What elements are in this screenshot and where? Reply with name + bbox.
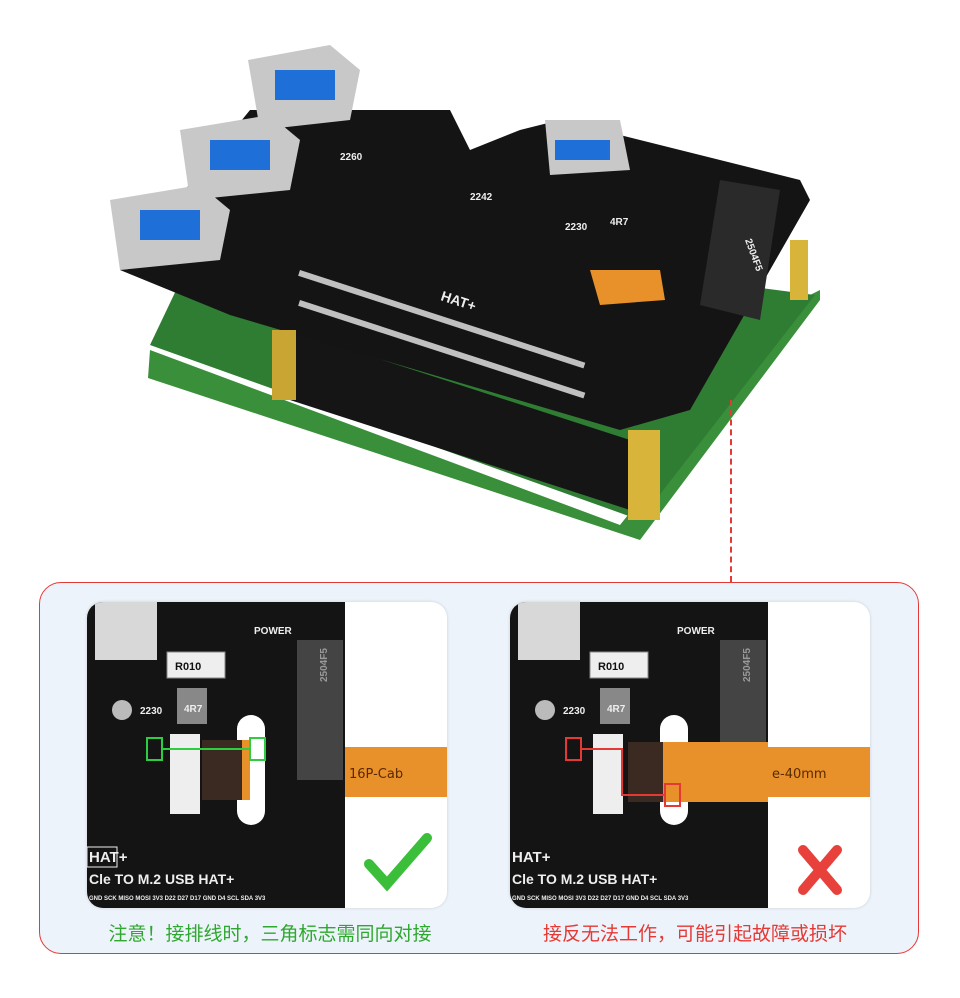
r010-label: R010 [598,661,624,673]
hat-board [120,110,810,430]
standoff [272,330,296,400]
product-label: Cle TO M.2 USB HAT+ [512,871,657,887]
instruction-panel: R010 POWER 4R7 2230 2504F5 16P-Cab HAT+ … [39,582,919,954]
hat-label: HAT+ [512,849,551,866]
inductor-label: 4R7 [607,704,626,715]
standoff [628,430,660,520]
check-icon [364,833,432,892]
product-label: Cle TO M.2 USB HAT+ [89,871,234,887]
pin-labels: GND SCK MISO MOSI 3V3 D22 D27 D17 GND D4… [89,896,266,902]
power-label: POWER [254,626,293,637]
wrong-connection-image: R010 POWER 4R7 2230 2504F5 e-40mm HAT+ C… [510,602,870,908]
product-photo: HAT+ 2504F5 4R7 2242 2230 2260 [110,45,820,540]
m2-label: 2504F5 [742,648,753,682]
power-label: POWER [677,626,716,637]
cable-label: 16P-Cab [349,767,403,782]
inductor-label: 4R7 [610,217,629,228]
correct-caption: 注意！接排线时，三角标志需同向对接 [108,923,432,945]
size-2260-label: 2260 [340,152,363,163]
correct-connection-image: R010 POWER 4R7 2230 2504F5 16P-Cab HAT+ … [87,602,447,908]
size-2230-label: 2230 [565,222,588,233]
raspberry-pi-board [148,290,820,540]
size-2242-label: 2242 [470,192,493,203]
standoff [790,240,808,300]
ffc-cable [590,270,665,305]
callout-dashed-line [730,400,732,582]
m2-label: 2504F5 [319,648,330,682]
size-label: 2230 [140,706,163,717]
gpio-header [290,330,630,510]
gpio-pins [298,270,586,399]
cross-icon [798,845,842,895]
pin-labels: GND SCK MISO MOSI 3V3 D22 D27 D17 GND D4… [512,896,689,902]
cable-label: e-40mm [772,767,827,782]
inductor-label: 4R7 [184,704,203,715]
m2-slot [700,180,780,320]
hat-label: HAT+ [89,849,128,866]
wrong-caption: 接反无法工作，可能引起故障或损坏 [542,923,847,945]
usb-ports [110,45,630,270]
r010-label: R010 [175,661,201,673]
size-label: 2230 [563,706,586,717]
